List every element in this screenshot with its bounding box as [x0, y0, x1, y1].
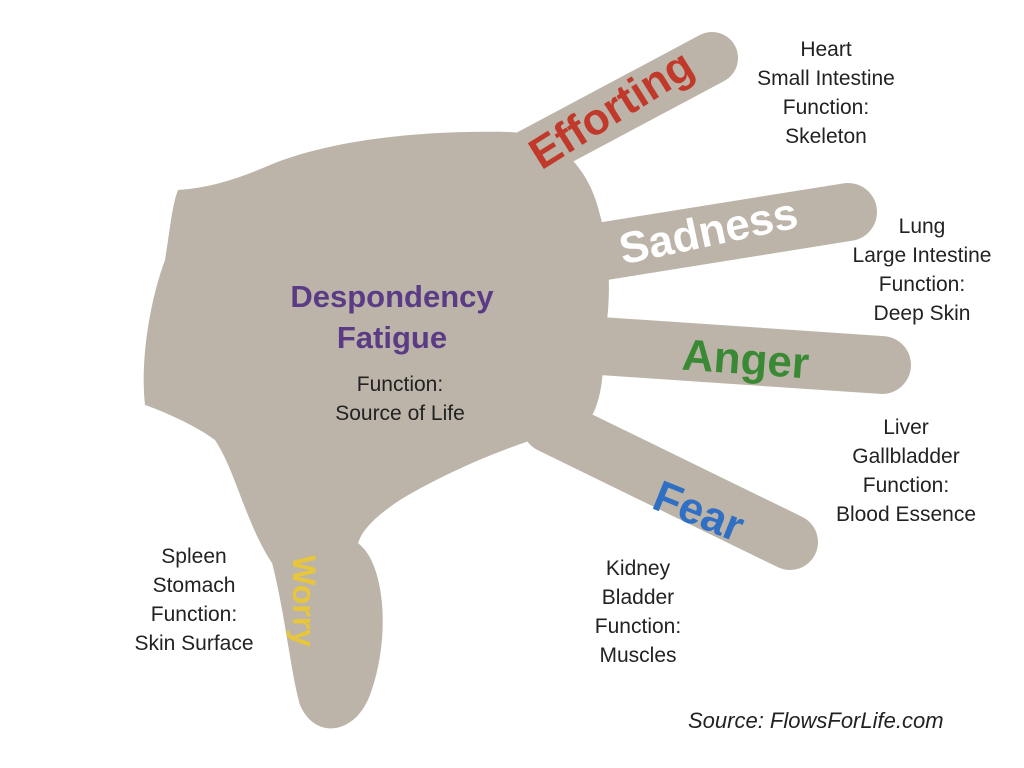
index-note-line-1: Kidney — [605, 557, 671, 580]
ring-finger-shape — [551, 183, 877, 284]
palm-title: Despondency Fatigue — [262, 276, 522, 358]
pinky-shape — [504, 32, 738, 181]
palm-title-line-1: Despondency — [290, 279, 494, 314]
thumb-organ-note: Spleen Stomach Function: Skin Surface — [114, 542, 274, 658]
ring-note-line-1: Lung — [898, 215, 946, 238]
ring-note-line-2: Large Intestine — [852, 244, 992, 267]
pinky-note-line-1: Heart — [800, 38, 852, 61]
middle-finger-shape — [556, 316, 911, 394]
palm-shape — [143, 131, 609, 620]
middle-note-line-3: Function: — [862, 474, 950, 497]
middle-note-line-1: Liver — [883, 416, 929, 439]
hand-shape — [143, 32, 911, 729]
palm-function-line-2: Source of Life — [335, 402, 465, 425]
thumb-note-line-3: Function: — [150, 603, 238, 626]
middle-organ-note: Liver Gallbladder Function: Blood Essenc… — [816, 413, 996, 529]
source-credit: Source: FlowsForLife.com — [688, 708, 944, 733]
thumb-note-line-4: Skin Surface — [134, 632, 254, 655]
index-note-line-3: Function: — [594, 615, 682, 638]
palm-function-note: Function: Source of Life — [300, 370, 500, 428]
middle-note-line-4: Blood Essence — [835, 503, 977, 526]
thumb-note-line-1: Spleen — [161, 545, 227, 568]
palm-title-line-2: Fatigue — [336, 320, 448, 355]
ring-organ-note: Lung Large Intestine Function: Deep Skin — [832, 212, 1012, 328]
thumb-emotion-label: Worry — [285, 555, 322, 647]
thumb-shape — [270, 533, 383, 729]
pinky-note-line-3: Function: — [782, 96, 870, 119]
index-finger-shape — [522, 397, 818, 570]
pinky-organ-note: Heart Small Intestine Function: Skeleton — [736, 35, 916, 151]
pinky-note-line-2: Small Intestine — [757, 67, 895, 90]
pinky-note-line-4: Skeleton — [785, 125, 867, 148]
middle-emotion-label: Anger — [680, 330, 811, 389]
middle-note-line-2: Gallbladder — [852, 445, 960, 468]
ring-note-line-3: Function: — [878, 273, 966, 296]
index-note-line-4: Muscles — [599, 644, 677, 667]
palm-function-line-1: Function: — [356, 373, 444, 396]
ring-note-line-4: Deep Skin — [873, 302, 971, 325]
index-note-line-2: Bladder — [601, 586, 675, 609]
index-organ-note: Kidney Bladder Function: Muscles — [568, 554, 708, 670]
thumb-note-line-2: Stomach — [152, 574, 236, 597]
